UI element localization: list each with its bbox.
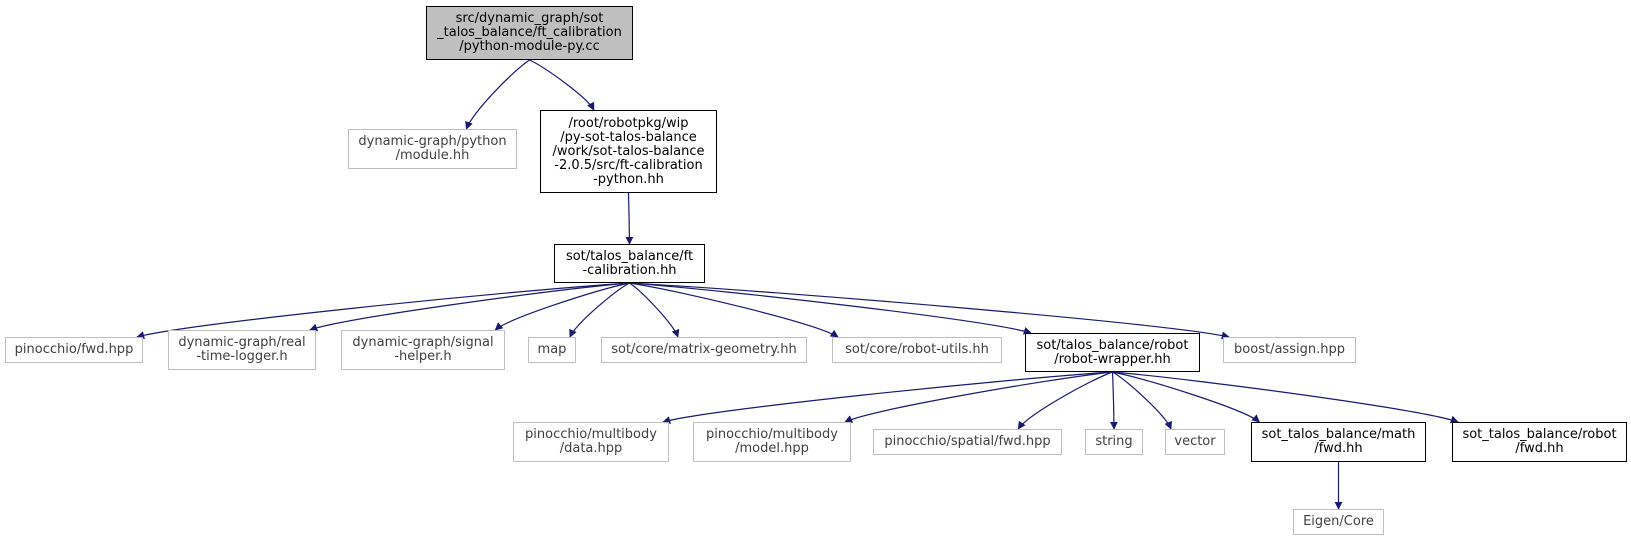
- edge-robot_wrapper-to-math_fwd: [1112, 371, 1261, 423]
- edge-ft_calibration-to-dg_real_time_logger: [309, 282, 630, 332]
- edge-robot_wrapper-to-spatial_fwd: [1017, 371, 1113, 430]
- node-map: map: [528, 337, 576, 363]
- edge-robot_wrapper-to-multibody_data: [662, 371, 1113, 424]
- node-robot-wrapper[interactable]: sot/talos_balance/robot /robot-wrapper.h…: [1025, 333, 1200, 372]
- edge-robot_wrapper-to-vector: [1112, 371, 1172, 430]
- node-dynamic-graph-signal-helper: dynamic-graph/signal -helper.h: [341, 330, 505, 370]
- node-dynamic-graph-real-time-logger: dynamic-graph/real -time-logger.h: [168, 330, 316, 370]
- node-pinocchio-multibody-model: pinocchio/multibody /model.hpp: [693, 422, 851, 462]
- edge-ft_calibration-to-map: [569, 282, 630, 338]
- node-vector: vector: [1165, 429, 1225, 455]
- edge-ft_calibration-to-boost_assign: [629, 282, 1230, 340]
- node-robot-utils: sot/core/robot-utils.hh: [832, 337, 1002, 363]
- node-python-module-py-cc[interactable]: src/dynamic_graph/sot _talos_balance/ft_…: [426, 6, 633, 60]
- edge-robot_wrapper-to-string: [1109, 371, 1118, 430]
- edge-ft_calibration-to-matrix_geometry: [629, 282, 680, 338]
- edge-ft_calibration-to-robot_wrapper: [629, 282, 1032, 335]
- node-ft-calibration-python[interactable]: /root/robotpkg/wip /py-sot-talos-balance…: [540, 110, 717, 193]
- node-pinocchio-multibody-data: pinocchio/multibody /data.hpp: [513, 422, 669, 462]
- edge-ft_calibration_python-to-ft_calibration: [625, 192, 634, 245]
- edge-robot_wrapper-to-multibody_model: [844, 371, 1113, 423]
- node-matrix-geometry: sot/core/matrix-geometry.hh: [601, 337, 807, 363]
- node-ft-calibration[interactable]: sot/talos_balance/ft -calibration.hh: [554, 244, 705, 283]
- edge-root-to-dg_python_module: [465, 59, 530, 130]
- node-pinocchio-fwd: pinocchio/fwd.hpp: [5, 337, 143, 363]
- node-string: string: [1085, 429, 1143, 455]
- node-boost-assign: boost/assign.hpp: [1223, 337, 1356, 363]
- edge-ft_calibration-to-robot_utils: [629, 282, 839, 338]
- edge-root-to-ft_calibration_python: [529, 59, 595, 111]
- node-robot-fwd[interactable]: sot_talos_balance/robot /fwd.hh: [1452, 422, 1627, 462]
- edge-robot_wrapper-to-robot_fwd: [1112, 371, 1459, 424]
- edge-ft_calibration-to-dg_signal_helper: [494, 282, 630, 331]
- node-eigen-core: Eigen/Core: [1293, 509, 1384, 535]
- node-pinocchio-spatial-fwd: pinocchio/spatial/fwd.hpp: [873, 429, 1062, 455]
- node-math-fwd[interactable]: sot_talos_balance/math /fwd.hh: [1251, 422, 1426, 462]
- node-dynamic-graph-python-module: dynamic-graph/python /module.hh: [348, 129, 517, 169]
